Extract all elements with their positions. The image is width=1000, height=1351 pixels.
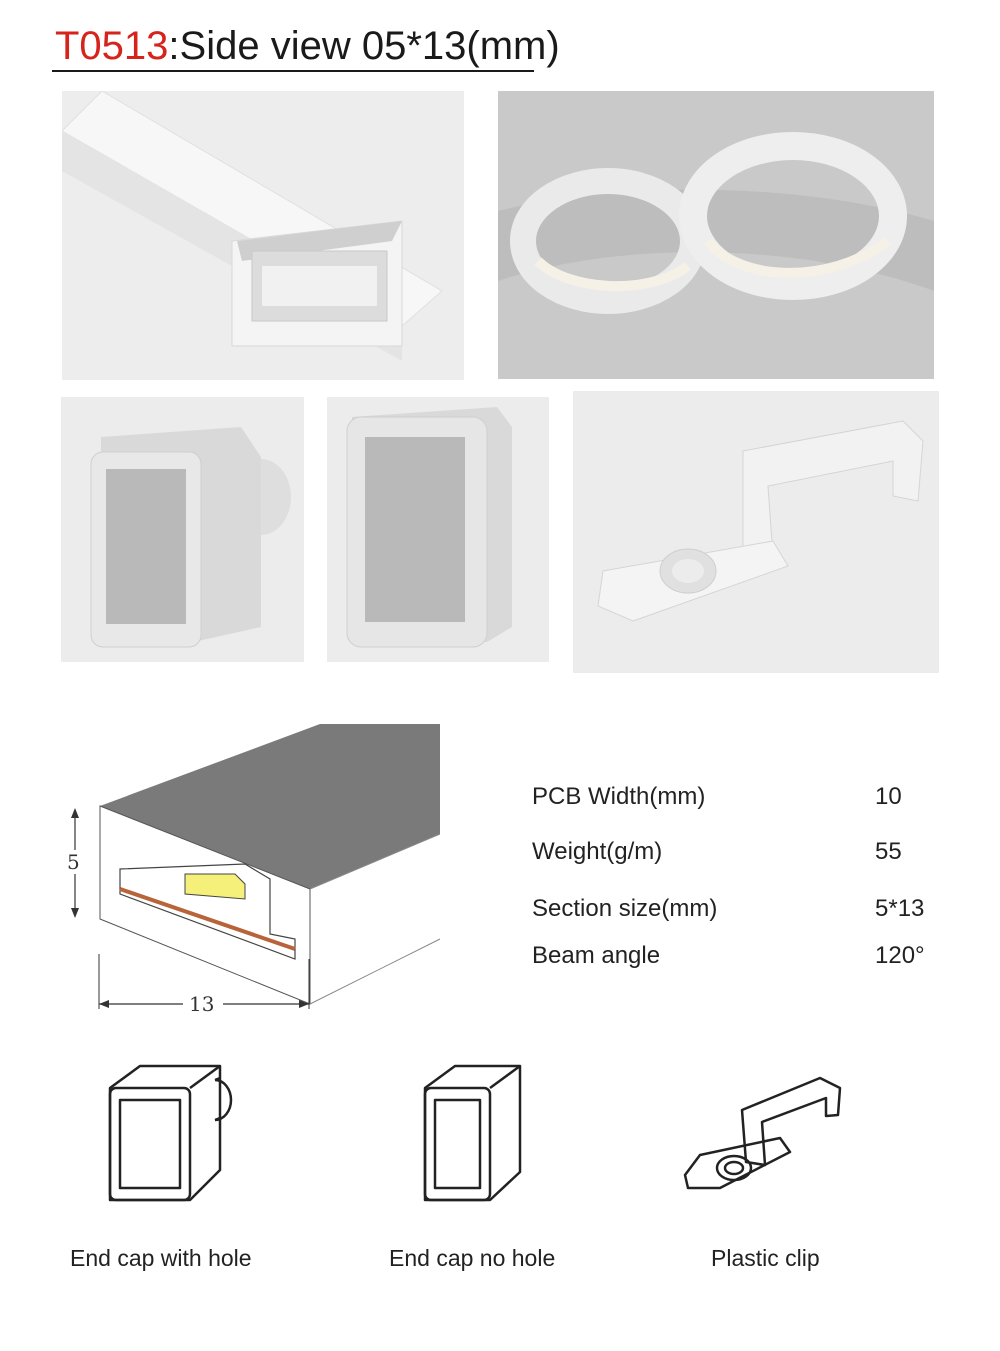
height-dimension-label: 5 bbox=[67, 850, 80, 874]
cross-section-diagram: 5 13 bbox=[65, 724, 445, 1019]
spec-value-pcb-width: 10 bbox=[875, 783, 902, 810]
coiled-strip-photo bbox=[498, 91, 934, 379]
spec-label-section-size: Section size(mm) bbox=[532, 895, 718, 922]
spec-label-weight: Weight(g/m) bbox=[532, 838, 663, 865]
caption-end-cap-no-hole: End cap no hole bbox=[389, 1245, 556, 1271]
width-dimension-label: 13 bbox=[189, 992, 215, 1016]
end-cap-with-hole-photo bbox=[61, 397, 304, 662]
spec-label-pcb-width: PCB Width(mm) bbox=[532, 783, 706, 810]
spec-value-section-size: 5*13 bbox=[875, 895, 925, 922]
spec-label-beam-angle: Beam angle bbox=[532, 942, 661, 969]
end-cap-with-hole-icon bbox=[100, 1060, 260, 1210]
end-cap-no-hole-photo bbox=[327, 397, 549, 662]
title-text: :Side view 05*13(mm) bbox=[168, 24, 560, 68]
plastic-clip-icon bbox=[680, 1070, 845, 1205]
page-title: T0513:Side view 05*13(mm) bbox=[55, 18, 560, 74]
spec-value-beam-angle: 120° bbox=[875, 942, 925, 969]
caption-end-cap-with-hole: End cap with hole bbox=[70, 1245, 252, 1271]
spec-value-weight: 55 bbox=[875, 838, 902, 865]
title-underline bbox=[52, 70, 534, 72]
end-cap-no-hole-icon bbox=[415, 1060, 535, 1210]
profile-photo bbox=[62, 91, 464, 380]
plastic-clip-photo bbox=[573, 391, 939, 673]
caption-plastic-clip: Plastic clip bbox=[711, 1245, 820, 1271]
model-code: T0513 bbox=[55, 24, 169, 68]
